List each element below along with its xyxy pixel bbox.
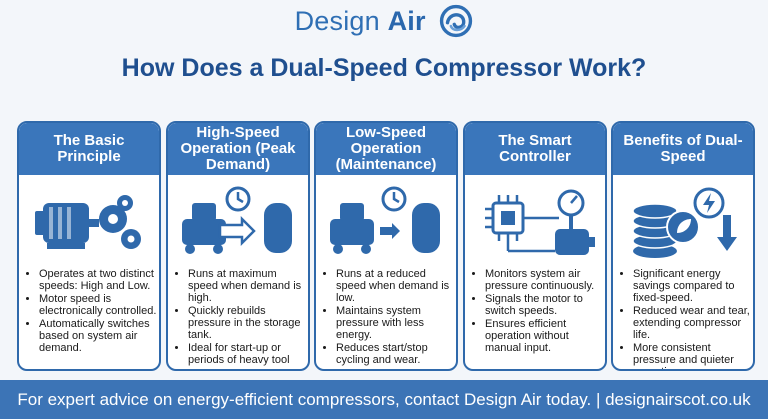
page-title: How Does a Dual-Speed Compressor Work? — [121, 54, 647, 82]
list-item: More consistent pressure and quieter ope… — [633, 342, 751, 369]
header: Design Air — [0, 0, 768, 48]
card-bullet-list: Runs at maximum speed when demand is hig… — [174, 268, 306, 369]
list-item: Maintains system pressure with less ener… — [336, 305, 454, 341]
list-item: Ideal for start-up or periods of heavy t… — [188, 342, 306, 369]
list-item: Operates at two distinct speeds: High an… — [39, 268, 157, 292]
list-item: Signals the motor to switch speeds. — [485, 293, 603, 317]
list-item: Quickly rebuilds pressure in the storage… — [188, 305, 306, 341]
compressor-tank-clock-icon — [182, 186, 292, 254]
card-heading: High-Speed Operation (Peak Demand) — [168, 123, 308, 175]
card-heading: The Smart Controller — [465, 123, 605, 175]
compressor-tank-clock-icon — [330, 186, 440, 254]
card-bullet-list: Runs at a reduced speed when demand is l… — [322, 268, 454, 367]
list-item: Ensures efficient operation without manu… — [485, 318, 603, 354]
card-heading: The Basic Principle — [19, 123, 159, 175]
chip-gauge-motor-icon — [485, 189, 595, 255]
coins-energy-icon — [632, 187, 737, 258]
card-bullet-list: Monitors system air pressure continuousl… — [471, 268, 603, 355]
list-item: Runs at a reduced speed when demand is l… — [336, 268, 454, 304]
list-item: Monitors system air pressure continuousl… — [485, 268, 603, 292]
card-heading: Benefits of Dual-Speed — [613, 123, 753, 175]
card-high-speed: High-Speed Operation (Peak Demand) Runs … — [166, 121, 310, 371]
list-item: Automatically switches based on system a… — [39, 318, 157, 354]
swirl-logo-icon — [440, 4, 473, 38]
list-item: Reduces start/stop cycling and wear. — [336, 342, 454, 366]
card-basic-principle: The Basic Principle Operates at two dist… — [17, 121, 161, 371]
brand-logo[interactable]: Design Air — [0, 4, 768, 38]
list-item: Significant energy savings compared to f… — [633, 268, 751, 304]
card-bullet-list: Operates at two distinct speeds: High an… — [25, 268, 157, 355]
card-benefits: Benefits of Dual-Speed Significant energ… — [611, 121, 755, 371]
card-heading: Low-Speed Operation (Maintenance) — [316, 123, 456, 175]
motor-gears-icon — [35, 195, 141, 249]
brand-name-air: Air — [387, 6, 426, 36]
list-item: Reduced wear and tear, extending compres… — [633, 305, 751, 341]
brand-name-design: Design — [294, 6, 380, 36]
card-bullet-list: Significant energy savings compared to f… — [619, 268, 751, 369]
card-smart-controller: The Smart Controller Monitors system air… — [463, 121, 607, 371]
list-item: Runs at maximum speed when demand is hig… — [188, 268, 306, 304]
list-item: Motor speed is electronically controlled… — [39, 293, 157, 317]
footer-banner[interactable]: For expert advice on energy-efficient co… — [0, 380, 768, 419]
card-low-speed: Low-Speed Operation (Maintenance) Runs a… — [314, 121, 458, 371]
